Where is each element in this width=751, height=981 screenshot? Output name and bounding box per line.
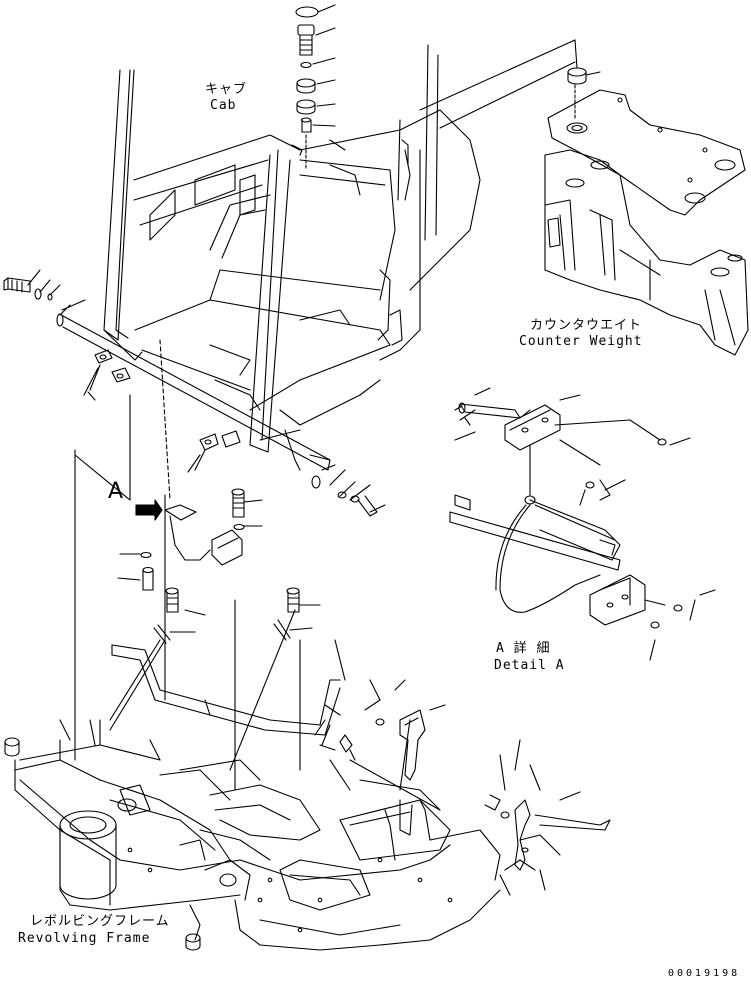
revolving-frame-label-jp: レボルビングフレーム: [30, 914, 170, 929]
drawing-number: 00019198: [668, 968, 741, 979]
counterweight-label-jp: カウンタウエイト: [530, 318, 643, 333]
leader-lines: [59, 639, 581, 896]
left-mount-bar: [3, 269, 386, 517]
counterweight-label-en: Counter Weight: [519, 334, 643, 349]
detail-a-label-jp: A 詳 細: [496, 641, 551, 656]
cab-assembly: [103, 44, 481, 471]
detail-a-drawing: [449, 387, 716, 661]
view-a-marker: A: [108, 479, 125, 504]
counterweight-assembly: [544, 67, 749, 356]
revolving-frame-label-en: Revolving Frame: [18, 931, 151, 946]
detail-a-label-en: Detail A: [494, 658, 565, 673]
revolving-frame: [4, 719, 501, 951]
view-a-assembly: [117, 488, 263, 591]
cab-label-en: Cab: [210, 98, 237, 113]
middle-bolts-rod: [74, 339, 341, 791]
top-mount-stack: [291, 4, 336, 171]
handle-parts: [314, 699, 611, 871]
cab-label-jp: キャブ: [205, 82, 248, 97]
leader-lines-cw: [419, 39, 578, 129]
